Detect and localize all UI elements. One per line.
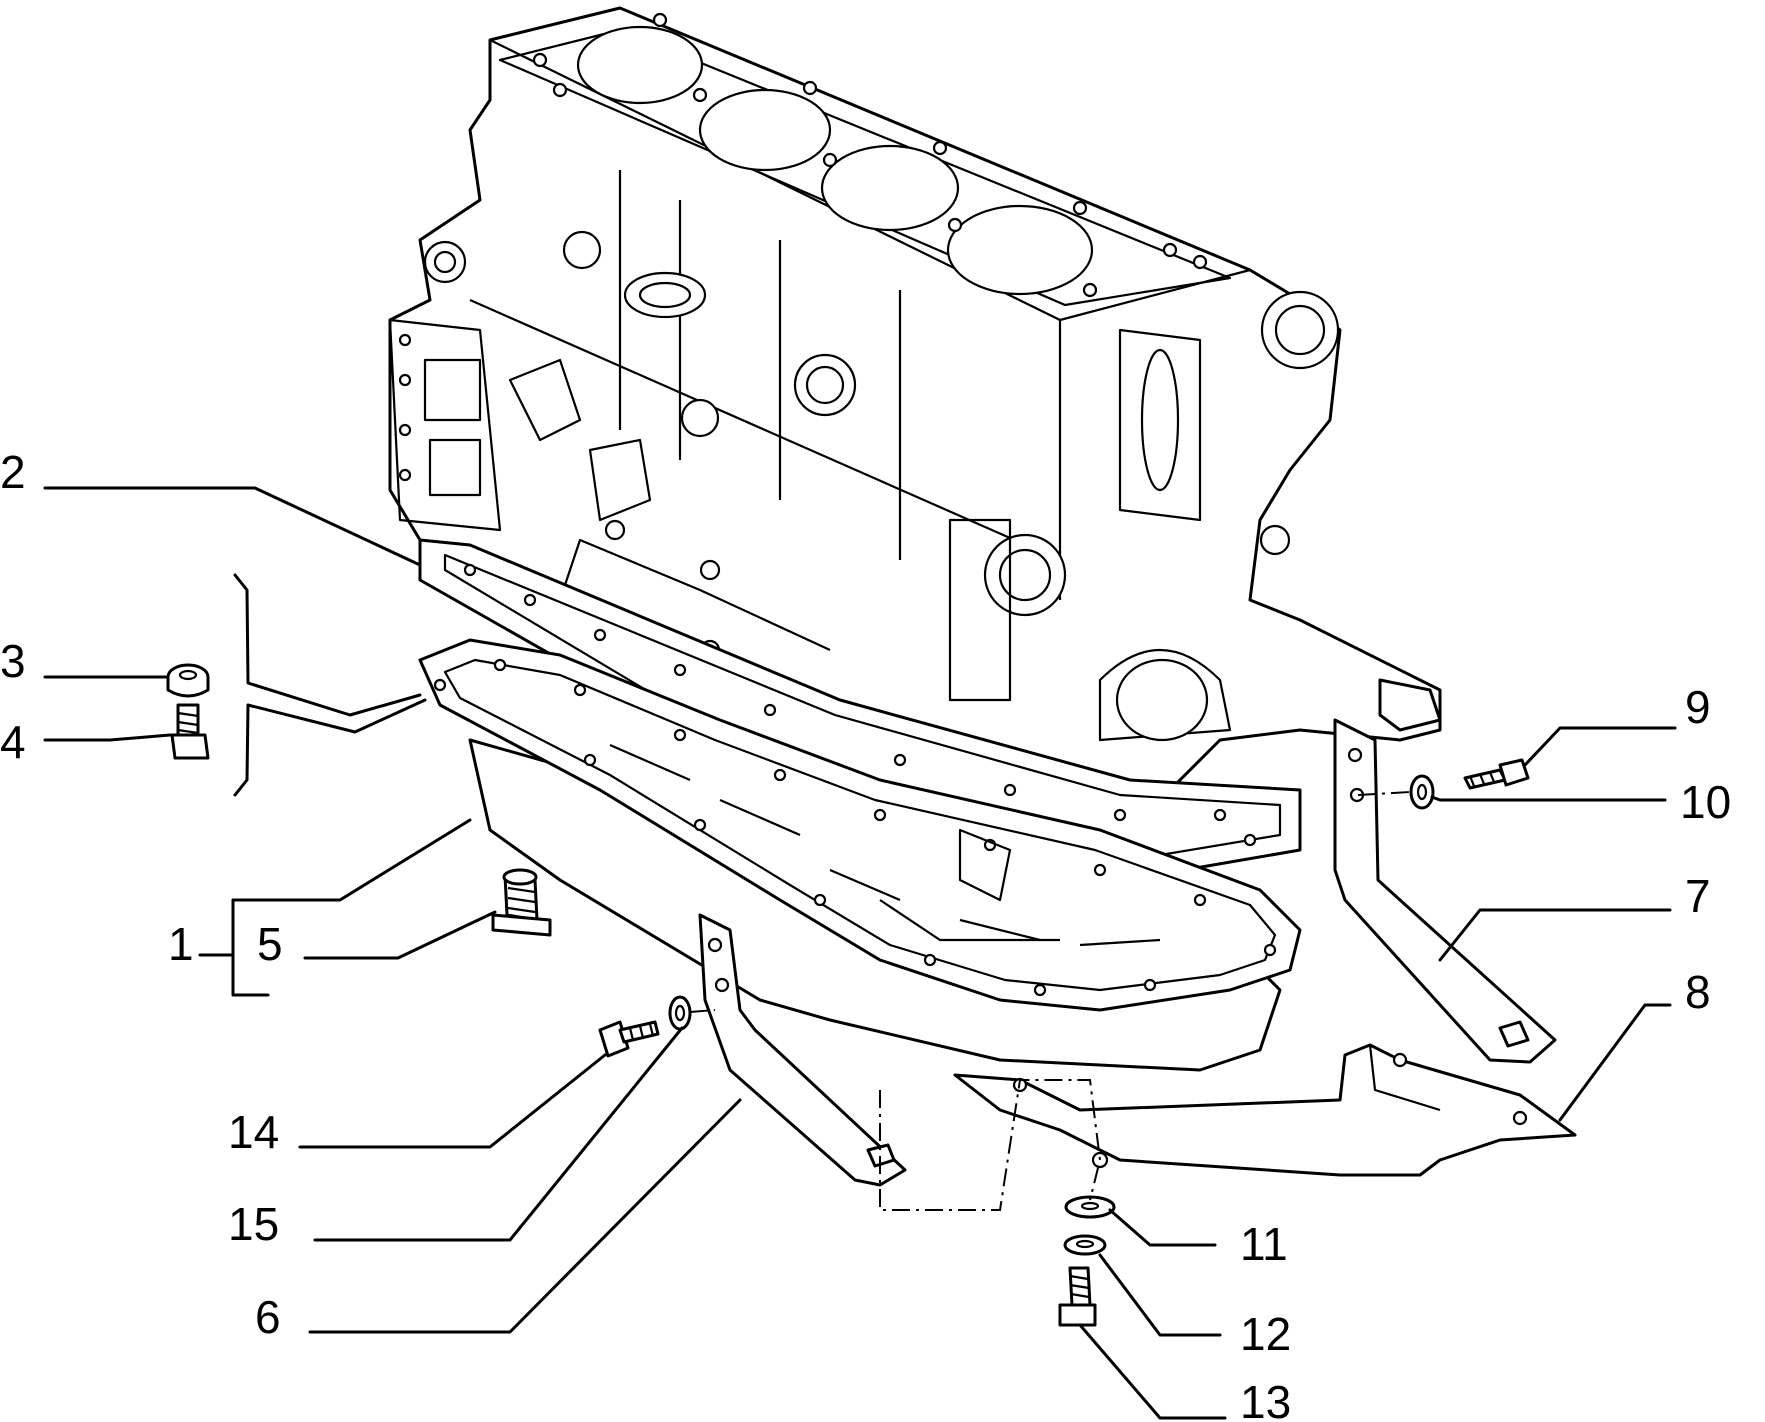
washer-part-10 [1409, 774, 1435, 810]
leader-lines [43, 486, 1677, 1420]
oil-pan-part-1 [418, 638, 1302, 1072]
bolt-part-13 [1058, 1266, 1097, 1327]
callout-3: 3 [0, 635, 26, 687]
callout-4: 4 [0, 716, 26, 768]
bracket-part-7 [1333, 718, 1557, 1064]
assembly-lines [689, 791, 1411, 1211]
stud-part-4 [170, 703, 210, 760]
callout-15: 15 [228, 1198, 279, 1250]
callout-10: 10 [1680, 776, 1731, 828]
callout-8: 8 [1685, 966, 1711, 1018]
callout-6: 6 [255, 1291, 281, 1343]
callout-2: 2 [0, 446, 26, 498]
callout-5: 5 [257, 918, 283, 970]
callout-14: 14 [228, 1106, 279, 1158]
screw-part-14 [598, 1020, 660, 1058]
nut-part-3 [166, 663, 210, 698]
callout-7: 7 [1685, 870, 1711, 922]
callout-1: 1 [168, 918, 194, 970]
callout-labels: 2 3 4 1 5 14 15 6 9 10 7 8 11 12 13 [0, 446, 1731, 1422]
washer-part-11 [1064, 1195, 1116, 1219]
lock-washer-part-12 [1063, 1234, 1107, 1256]
callout-12: 12 [1240, 1308, 1291, 1360]
callout-9: 9 [1685, 681, 1711, 733]
callout-11: 11 [1240, 1218, 1288, 1270]
bracket-part-6 [698, 913, 907, 1187]
callout-13: 13 [1240, 1376, 1291, 1422]
plate-part-8 [953, 1043, 1577, 1177]
screw-part-9 [1463, 758, 1530, 790]
drain-plug-part-5 [491, 868, 552, 937]
washer-part-15 [668, 995, 692, 1031]
